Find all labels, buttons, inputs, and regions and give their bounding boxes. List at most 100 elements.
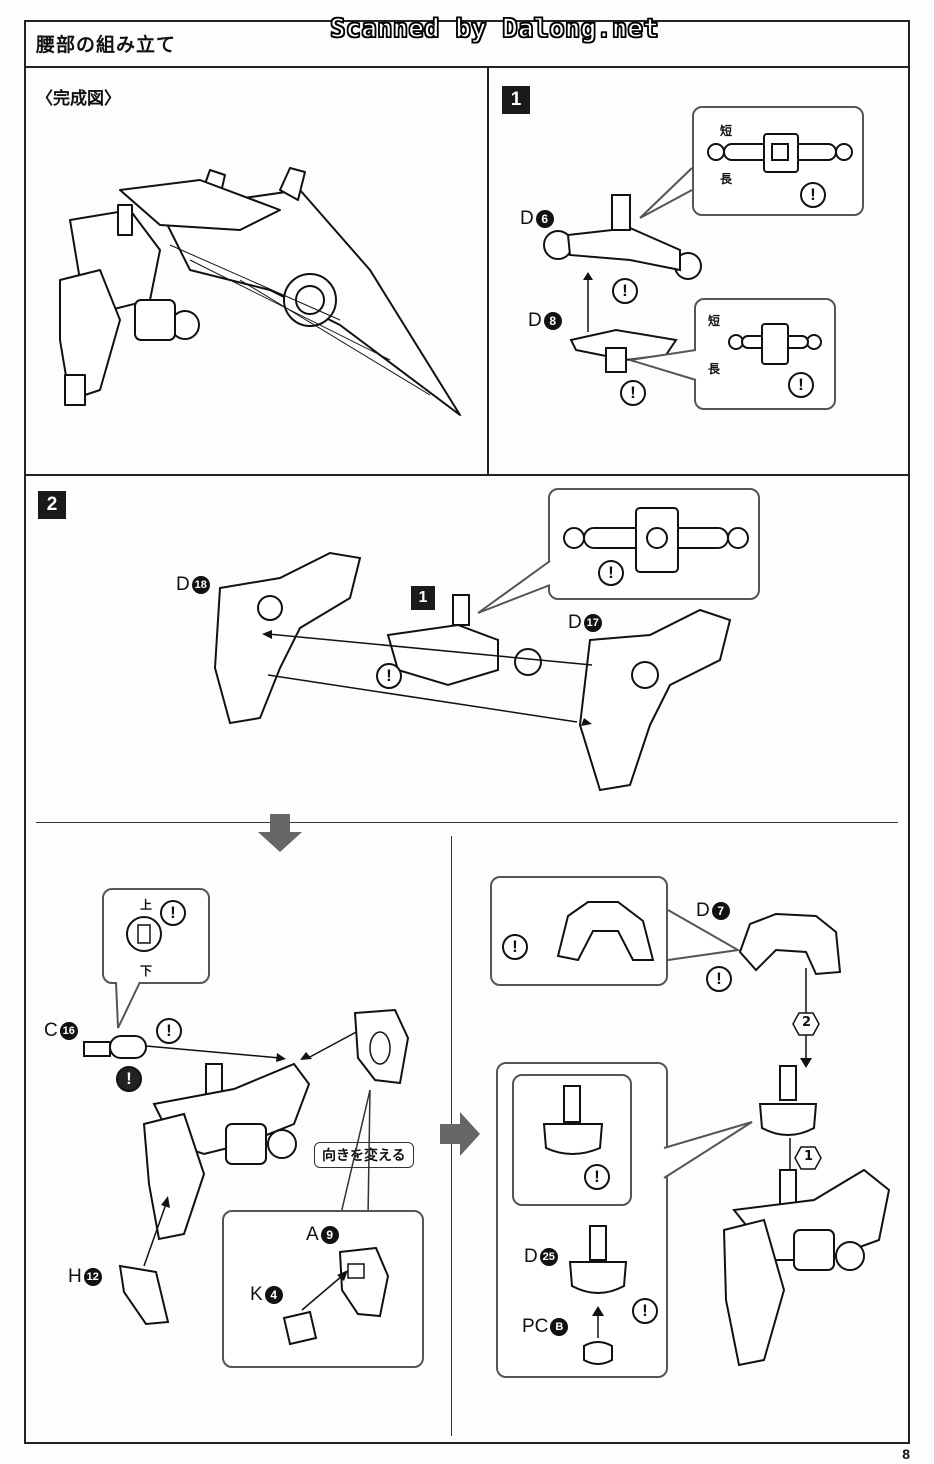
- callout-pointer: [629, 349, 697, 381]
- callout-pointer: [663, 1121, 753, 1179]
- divider-top-vertical: [487, 68, 489, 474]
- arrow-cap-to-hip: [300, 1029, 361, 1060]
- arrow-c16: [145, 1045, 286, 1062]
- completed-view-label: 〈完成図〉: [36, 89, 121, 109]
- arrow-d8-to-d6: [583, 272, 593, 332]
- part-cap-illustration: [353, 1008, 410, 1085]
- part-letter: D: [176, 574, 190, 595]
- part-d7-frontview: [556, 901, 655, 962]
- warning-icon: !: [598, 560, 624, 586]
- completed-assembly-illustration: [59, 167, 461, 416]
- warning-icon: !: [612, 278, 638, 304]
- callout-pointer: [477, 560, 551, 614]
- part-letter: D: [528, 310, 542, 331]
- warning-icon: !: [800, 182, 826, 208]
- part-letter: C: [44, 1020, 58, 1041]
- warning-icon: !: [502, 934, 528, 960]
- arrow-pcb-up: [592, 1306, 604, 1338]
- part-d17-illustration: [578, 608, 732, 792]
- part-letter: K: [250, 1284, 263, 1305]
- part-d25-underside: [542, 1085, 604, 1155]
- title-bar: [24, 20, 910, 68]
- part-a9-illustration: [338, 1246, 390, 1318]
- part-pcb-illustration: [583, 1341, 613, 1365]
- hip-assembly-illustration: [142, 1062, 311, 1241]
- part-number: 16: [59, 1022, 78, 1040]
- subassembly-1-illustration: [386, 594, 542, 687]
- arrow-k4-to-a9: [301, 1270, 348, 1311]
- part-c16-endview: [126, 916, 162, 952]
- part-d8-topview: [728, 323, 822, 365]
- turn-pointer-lines: [339, 1089, 371, 1219]
- arrow-h12: [143, 1196, 170, 1267]
- warning-icon: !: [156, 1018, 182, 1044]
- part-label-h12: H 12: [68, 1266, 102, 1288]
- part-d7-illustration: [738, 912, 842, 976]
- part-d25-assembled: [758, 1065, 818, 1136]
- divider-lower: [36, 822, 898, 823]
- subassembly-topview: [563, 507, 749, 573]
- label-short: 短: [720, 124, 733, 138]
- part-letter: H: [68, 1266, 82, 1287]
- label-up: 上: [140, 898, 153, 912]
- part-number: 7: [711, 902, 730, 920]
- divider-step2: [24, 474, 910, 476]
- part-label-c16: C 16: [44, 1020, 78, 1042]
- callout-pointer: [115, 981, 141, 1029]
- part-number: 6: [535, 210, 554, 228]
- part-letter: A: [306, 1224, 319, 1245]
- part-number: 9: [320, 1226, 339, 1244]
- part-d6-illustration: [543, 194, 702, 280]
- part-letter: D: [696, 900, 710, 921]
- callout-pointer: [639, 167, 693, 219]
- order-label-2: 2: [802, 1015, 812, 1030]
- part-h12-illustration: [118, 1264, 170, 1326]
- part-letter: D: [524, 1246, 538, 1267]
- part-number: 4: [264, 1286, 283, 1304]
- page-title: 腰部の組み立て: [36, 34, 177, 56]
- step-2-badge: 2: [38, 491, 66, 519]
- part-d6-topview: [707, 133, 853, 173]
- watermark: Scanned by Dalong.net: [329, 13, 659, 45]
- label-short: 短: [708, 314, 721, 328]
- label-down: 下: [140, 964, 153, 978]
- warning-icon: !: [706, 966, 732, 992]
- part-label-pcb: PC B: [522, 1316, 569, 1338]
- part-number: 25: [539, 1248, 558, 1266]
- part-letter: PC: [522, 1316, 549, 1337]
- warning-icon: !: [116, 1066, 142, 1092]
- warning-icon: !: [632, 1298, 658, 1324]
- part-label-d18: D 18: [176, 574, 210, 596]
- page-number: 8: [902, 1446, 910, 1462]
- part-label-d17: D 17: [568, 612, 602, 634]
- part-d25-illustration: [568, 1225, 628, 1294]
- part-k4-illustration: [282, 1310, 318, 1346]
- part-number: 12: [83, 1268, 102, 1286]
- next-step-down-arrow: [258, 814, 302, 852]
- subassembly-1-badge: 1: [411, 586, 435, 610]
- warning-icon: !: [584, 1164, 610, 1190]
- part-label-d8: D 8: [528, 310, 562, 332]
- part-letter: D: [568, 612, 582, 633]
- part-letter: D: [520, 208, 534, 229]
- warning-icon: !: [160, 900, 186, 926]
- part-d18-illustration: [213, 551, 362, 725]
- page-frame: [24, 20, 910, 1444]
- step-1-badge: 1: [502, 86, 530, 114]
- order-badge-1: [794, 1146, 822, 1170]
- order-badge-2: [792, 1012, 820, 1036]
- part-label-k4: K 4: [250, 1284, 283, 1306]
- part-label-d25: D 25: [524, 1246, 558, 1268]
- order-label-1: 1: [804, 1149, 814, 1164]
- label-long: 長: [720, 172, 733, 186]
- part-number: 8: [543, 312, 562, 330]
- part-number: 17: [583, 614, 602, 632]
- part-c16-illustration: [83, 1035, 147, 1059]
- part-label-d7: D 7: [696, 900, 730, 922]
- callout-pointer: [667, 909, 742, 961]
- warning-icon: !: [620, 380, 646, 406]
- label-long: 長: [708, 362, 721, 376]
- assembly-arrows: [262, 630, 593, 726]
- part-label-a9: A 9: [306, 1224, 339, 1246]
- turn-direction-label: 向きを変える: [314, 1142, 414, 1168]
